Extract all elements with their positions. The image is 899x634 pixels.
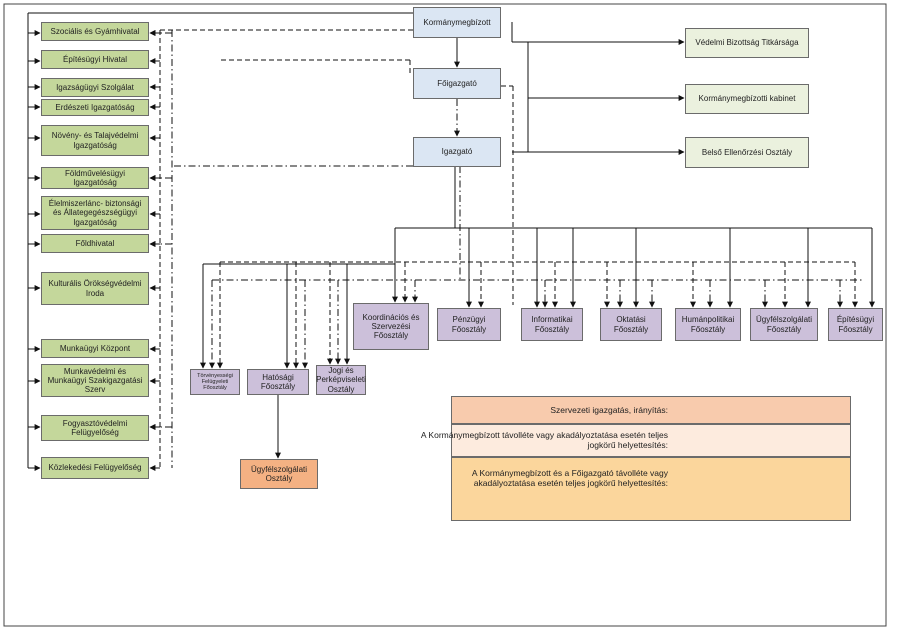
left-office-label: Igazságügyi Szolgálat xyxy=(56,82,134,92)
left-office-7: Főldhivatal xyxy=(41,234,149,253)
left-office-9: Munkaügyi Központ xyxy=(41,339,149,358)
left-office-12: Közlekedési Felügyelőség xyxy=(41,457,149,479)
legend-row-dashed: A Kormánymegbízott távolléte vagy akadál… xyxy=(421,424,851,457)
dept-label: Törvényességi Felügyeleti Főosztály xyxy=(197,372,233,392)
left-office-label: Földművelésügyi Igazgatóság xyxy=(64,168,126,187)
kabinet-box: Kormánymegbízotti kabinet xyxy=(685,84,809,114)
legend-label-dashed: A Kormánymegbízott távolléte vagy akadál… xyxy=(420,430,668,451)
left-office-label: Főldhivatal xyxy=(75,238,115,248)
left-office-3: Erdészeti Igazgatóság xyxy=(41,99,149,116)
dept-label: Oktatási Főosztály xyxy=(613,315,649,334)
belso-ellenorzes-box: Belső Ellenőrzési Osztály xyxy=(685,137,809,168)
belso-ellenorzes-label: Belső Ellenőrzési Osztály xyxy=(701,147,793,157)
left-office-10: Munkavédelmi és Munkaügyi Szakigazgatási… xyxy=(41,364,149,397)
dept-ugyfelszolgalati: Ügyfélszolgálati Főosztály xyxy=(750,308,818,341)
kormanymegbizott-box: Kormánymegbízott xyxy=(413,7,501,38)
dept-label: Pénzügyi Főosztály xyxy=(451,315,487,334)
dept-label: Koordinációs és Szervezési Főosztály xyxy=(362,312,420,341)
left-office-5: Földművelésügyi Igazgatóság xyxy=(41,167,149,189)
left-office-label: Növény- és Talajvédelmi Igazgatóság xyxy=(51,131,139,150)
left-office-6: Élelmiszerlánc- biztonsági és Állategegé… xyxy=(41,196,149,230)
dept-informatikai: Informatikai Főosztály xyxy=(521,308,583,341)
foigazgato-label: Főigazgató xyxy=(437,78,477,88)
ugyfelszolgalati-osztaly: Ügyfélszolgálati Osztály xyxy=(240,459,318,489)
legend-label-dashdot: A Kormánymegbízott és a Főigazgató távol… xyxy=(471,468,668,489)
left-office-label: Közlekedési Felügyelőség xyxy=(48,463,142,473)
dept-jogi: Jogi és Perképviseleti Osztály xyxy=(316,365,366,395)
left-office-label: Fogyasztóvédelmi Felügyelőség xyxy=(62,418,128,437)
kabinet-label: Kormánymegbízotti kabinet xyxy=(698,94,796,104)
left-office-11: Fogyasztóvédelmi Felügyelőség xyxy=(41,415,149,441)
dept-koordinacios: Koordinációs és Szervezési Főosztály xyxy=(353,303,429,350)
dept-label: Hatósági Főosztály xyxy=(260,372,296,391)
dept-hatosagi: Hatósági Főosztály xyxy=(247,369,309,395)
dept-label: Jogi és Perképviseleti Osztály xyxy=(316,366,366,394)
dept-label: Ügyfélszolgálati Főosztály xyxy=(755,315,813,334)
foigazgato-box: Főigazgató xyxy=(413,68,501,99)
vedelmi-bizottsag-box: Védelmi Bizottság Titkársága xyxy=(685,28,809,58)
igazgato-label: Igazgató xyxy=(441,147,473,157)
left-office-4: Növény- és Talajvédelmi Igazgatóság xyxy=(41,125,149,156)
dept-label: Építésügyi Főosztály xyxy=(836,315,875,334)
dept-oktatasi: Oktatási Főosztály xyxy=(600,308,662,341)
left-office-label: Munkavédelmi és Munkaügyi Szakigazgatási… xyxy=(47,366,143,395)
legend-row-direct: Szervezeti igazgatás, irányítás: xyxy=(451,396,851,424)
left-office-1: Építésügyi Hivatal xyxy=(41,50,149,69)
vedelmi-bizottsag-label: Védelmi Bizottság Titkársága xyxy=(695,38,799,48)
left-office-label: Élelmiszerlánc- biztonsági és Állategegé… xyxy=(48,199,142,227)
left-office-8: Kulturális Örökségvédelmi Iroda xyxy=(41,272,149,305)
dept-penzugyi: Pénzügyi Főosztály xyxy=(437,308,501,341)
left-office-2: Igazságügyi Szolgálat xyxy=(41,78,149,97)
sub-unit-label: Ügyfélszolgálati Osztály xyxy=(250,464,308,483)
igazgato-box: Igazgató xyxy=(413,137,501,167)
left-office-0: Szociális és Gyámhivatal xyxy=(41,22,149,41)
dept-humanpolitikai: Humánpolitikai Főosztály xyxy=(675,308,741,341)
dept-torvenyessegi: Törvényességi Felügyeleti Főosztály xyxy=(190,369,240,395)
kormanymegbizott-label: Kormánymegbízott xyxy=(423,17,491,27)
legend-row-dashdot: A Kormánymegbízott és a Főigazgató távol… xyxy=(451,457,851,521)
dept-epitesugyi: Építésügyi Főosztály xyxy=(828,308,883,341)
dept-label: Humánpolitikai Főosztály xyxy=(681,315,735,334)
left-office-label: Erdészeti Igazgatóság xyxy=(55,102,135,112)
legend-label-direct: Szervezeti igazgatás, irányítás: xyxy=(550,405,668,415)
left-office-label: Szociális és Gyámhivatal xyxy=(50,26,140,36)
left-office-label: Munkaügyi Központ xyxy=(59,343,131,353)
left-office-label: Építésügyi Hivatal xyxy=(62,54,128,64)
dept-label: Informatikai Főosztály xyxy=(531,315,573,334)
left-office-label: Kulturális Örökségvédelmi Iroda xyxy=(48,279,142,298)
